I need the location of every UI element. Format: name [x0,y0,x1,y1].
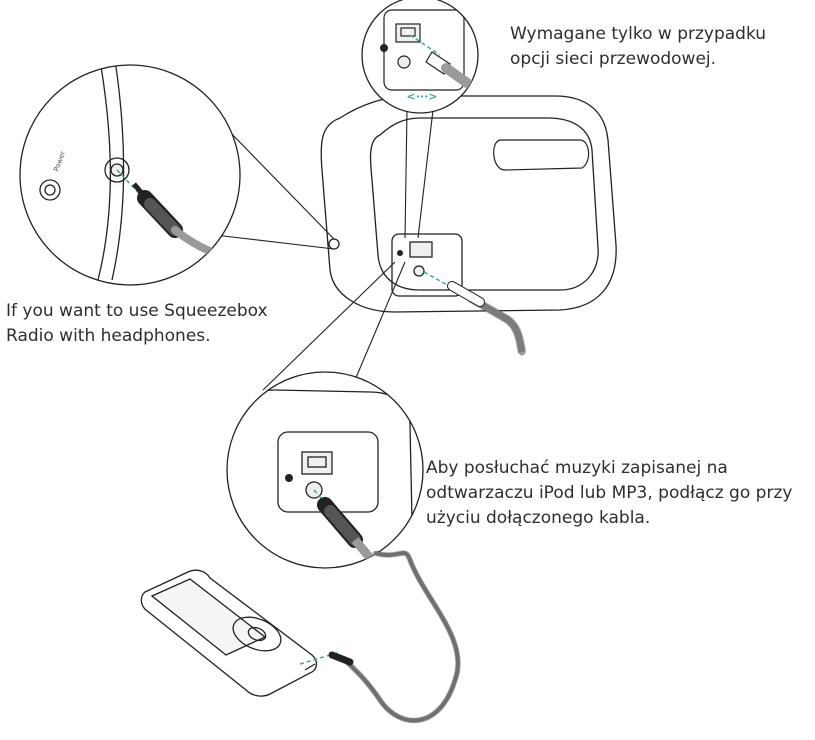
handle-slot [493,139,590,171]
headphones-caption: If you want to use Squeezebox Radio with… [6,301,268,346]
link-arrow-icon: <···> [407,90,438,103]
audio-plug-icon [447,281,527,356]
ipod-icon [140,569,354,697]
network-caption: Wymagane tylko w przypadku opcji sieci p… [510,24,767,69]
audio-in-detail-callout [226,371,424,569]
ipod-cable [343,551,460,723]
ethernet-detail-callout: <···> [361,0,479,114]
headphone-jack-icon [413,265,425,277]
ethernet-port-icon [409,241,433,258]
headphone-jack-icon [104,157,130,183]
callout-lines [214,109,434,391]
ipod-caption: Aby posłuchać muzyki zapisanej na odtwar… [426,458,793,528]
ethernet-port-icon [301,451,333,475]
headphone-detail-callout: Power [19,64,241,286]
squeezebox-radio-unit [320,95,617,313]
